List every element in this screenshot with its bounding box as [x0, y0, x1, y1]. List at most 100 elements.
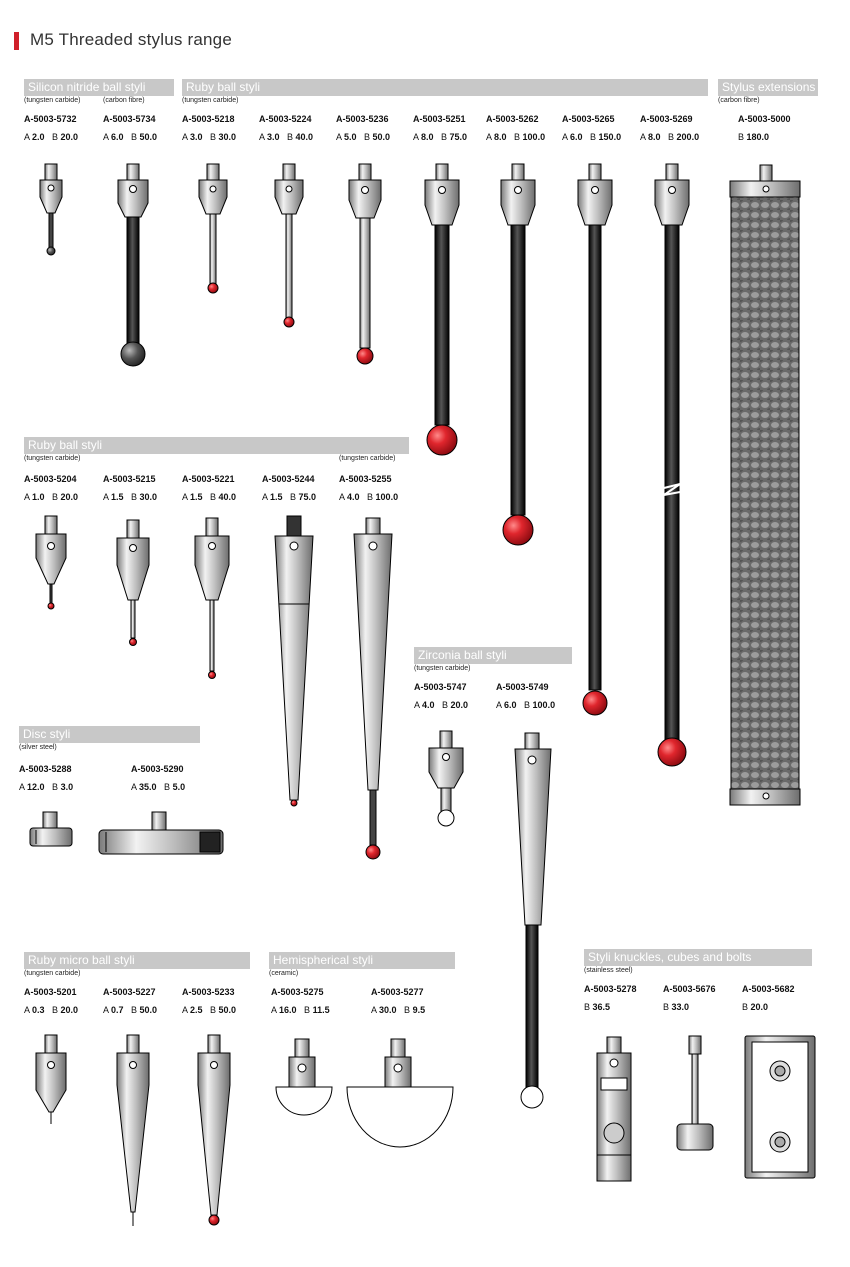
- product-code: A-5003-5278: [584, 984, 637, 994]
- hemispherical-stylus-5275: [275, 1038, 333, 1116]
- stylus-5244: [274, 515, 314, 807]
- product-dimensions: A 6.0 B 150.0: [562, 132, 622, 142]
- section-header-silicon: Silicon nitride ball styli: [24, 79, 174, 96]
- bolt-5676: [676, 1035, 714, 1151]
- material-note: (tungsten carbide): [339, 455, 396, 462]
- product-dimensions: A 8.0 B 100.0: [486, 132, 546, 142]
- product-code: A-5003-5251: [413, 114, 466, 124]
- product-dimensions: B 36.5: [584, 1002, 611, 1012]
- product-code: A-5003-5269: [640, 114, 693, 124]
- product-code: A-5003-5262: [486, 114, 539, 124]
- material-note: (silver steel): [19, 744, 57, 751]
- stylus-5204: [35, 515, 67, 610]
- stylus-5262: [500, 163, 536, 546]
- product-code: A-5003-5682: [742, 984, 795, 994]
- material-note: (tungsten carbide): [24, 97, 81, 104]
- stylus-5734: [117, 163, 149, 367]
- disc-stylus-5290: [98, 811, 224, 855]
- material-note: (tungsten carbide): [24, 455, 81, 462]
- section-header-ruby: Ruby ball styli: [182, 79, 708, 96]
- product-code: A-5003-5233: [182, 987, 235, 997]
- stylus-5227: [116, 1034, 150, 1226]
- hemispherical-stylus-5277: [346, 1038, 454, 1148]
- material-note: (carbon fibre): [103, 97, 145, 104]
- product-dimensions: A 0.7 B 50.0: [103, 1005, 158, 1015]
- product-code: A-5003-5290: [131, 764, 184, 774]
- section-header-zirconia: Zirconia ball styli: [414, 647, 572, 664]
- product-dimensions: A 12.0 B 3.0: [19, 782, 74, 792]
- stylus-5218: [198, 163, 228, 294]
- section-header-extensions: Stylus extensions: [718, 79, 818, 96]
- product-dimensions: A 6.0 B 100.0: [496, 700, 556, 710]
- product-dimensions: A 2.0 B 20.0: [24, 132, 79, 142]
- product-dimensions: A 8.0 B 200.0: [640, 132, 700, 142]
- product-code: A-5003-5734: [103, 114, 156, 124]
- cube-5682: [744, 1035, 816, 1179]
- section-header-ruby-2: Ruby ball styli: [24, 437, 409, 454]
- material-note: (tungsten carbide): [24, 970, 81, 977]
- product-dimensions: A 0.3 B 20.0: [24, 1005, 79, 1015]
- product-code: A-5003-5236: [336, 114, 389, 124]
- product-code: A-5003-5244: [262, 474, 315, 484]
- product-code: A-5003-5218: [182, 114, 235, 124]
- product-dimensions: B 33.0: [663, 1002, 690, 1012]
- stylus-5221: [194, 517, 230, 679]
- section-header-disc: Disc styli: [19, 726, 200, 743]
- material-note: (carbon fibre): [718, 97, 760, 104]
- stylus-5269: [654, 163, 690, 767]
- stylus-5233: [197, 1034, 231, 1226]
- section-header-micro: Ruby micro ball styli: [24, 952, 250, 969]
- page-title: M5 Threaded stylus range: [30, 30, 232, 49]
- product-dimensions: A 30.0 B 9.5: [371, 1005, 426, 1015]
- product-dimensions: A 1.0 B 20.0: [24, 492, 79, 502]
- product-code: A-5003-5227: [103, 987, 156, 997]
- product-dimensions: A 1.5 B 30.0: [103, 492, 158, 502]
- product-code: A-5003-5749: [496, 682, 549, 692]
- product-code: A-5003-5676: [663, 984, 716, 994]
- product-code: A-5003-5265: [562, 114, 615, 124]
- material-note: (tungsten carbide): [414, 665, 471, 672]
- product-dimensions: A 2.5 B 50.0: [182, 1005, 237, 1015]
- product-code: A-5003-5732: [24, 114, 77, 124]
- product-dimensions: A 6.0 B 50.0: [103, 132, 158, 142]
- stylus-extension-5000: [729, 164, 801, 806]
- material-note: (stainless steel): [584, 967, 633, 974]
- product-code: A-5003-5201: [24, 987, 77, 997]
- stylus-5201: [35, 1034, 67, 1124]
- product-dimensions: B 20.0: [742, 1002, 769, 1012]
- stylus-5215: [116, 519, 150, 646]
- material-note: (ceramic): [269, 970, 299, 977]
- product-dimensions: A 16.0 B 11.5: [271, 1005, 330, 1015]
- product-dimensions: A 5.0 B 50.0: [336, 132, 391, 142]
- product-dimensions: B 180.0: [738, 132, 770, 142]
- product-code: A-5003-5288: [19, 764, 72, 774]
- section-header-hemispherical: Hemispherical styli: [269, 952, 455, 969]
- product-code: A-5003-5000: [738, 114, 791, 124]
- disc-stylus-5288: [29, 811, 73, 847]
- product-code: A-5003-5255: [339, 474, 392, 484]
- product-code: A-5003-5747: [414, 682, 467, 692]
- product-code: A-5003-5221: [182, 474, 235, 484]
- stylus-5255: [353, 517, 393, 860]
- knuckle-5278: [596, 1036, 632, 1182]
- stylus-5224: [274, 163, 304, 328]
- stylus-5747: [428, 730, 464, 827]
- section-header-knuckles: Styli knuckles, cubes and bolts: [584, 949, 812, 966]
- title-accent-bar: [14, 32, 19, 50]
- stylus-5236: [348, 163, 382, 365]
- product-dimensions: A 1.5 B 40.0: [182, 492, 237, 502]
- product-code: A-5003-5275: [271, 987, 324, 997]
- product-code: A-5003-5224: [259, 114, 312, 124]
- product-dimensions: A 3.0 B 40.0: [259, 132, 314, 142]
- product-code: A-5003-5215: [103, 474, 156, 484]
- product-dimensions: A 3.0 B 30.0: [182, 132, 237, 142]
- product-dimensions: A 4.0 B 20.0: [414, 700, 469, 710]
- stylus-5732: [39, 163, 63, 256]
- material-note: (tungsten carbide): [182, 97, 239, 104]
- product-code: A-5003-5277: [371, 987, 424, 997]
- product-dimensions: A 1.5 B 75.0: [262, 492, 317, 502]
- product-dimensions: A 8.0 B 75.0: [413, 132, 468, 142]
- product-dimensions: A 35.0 B 5.0: [131, 782, 186, 792]
- stylus-5265: [577, 163, 613, 716]
